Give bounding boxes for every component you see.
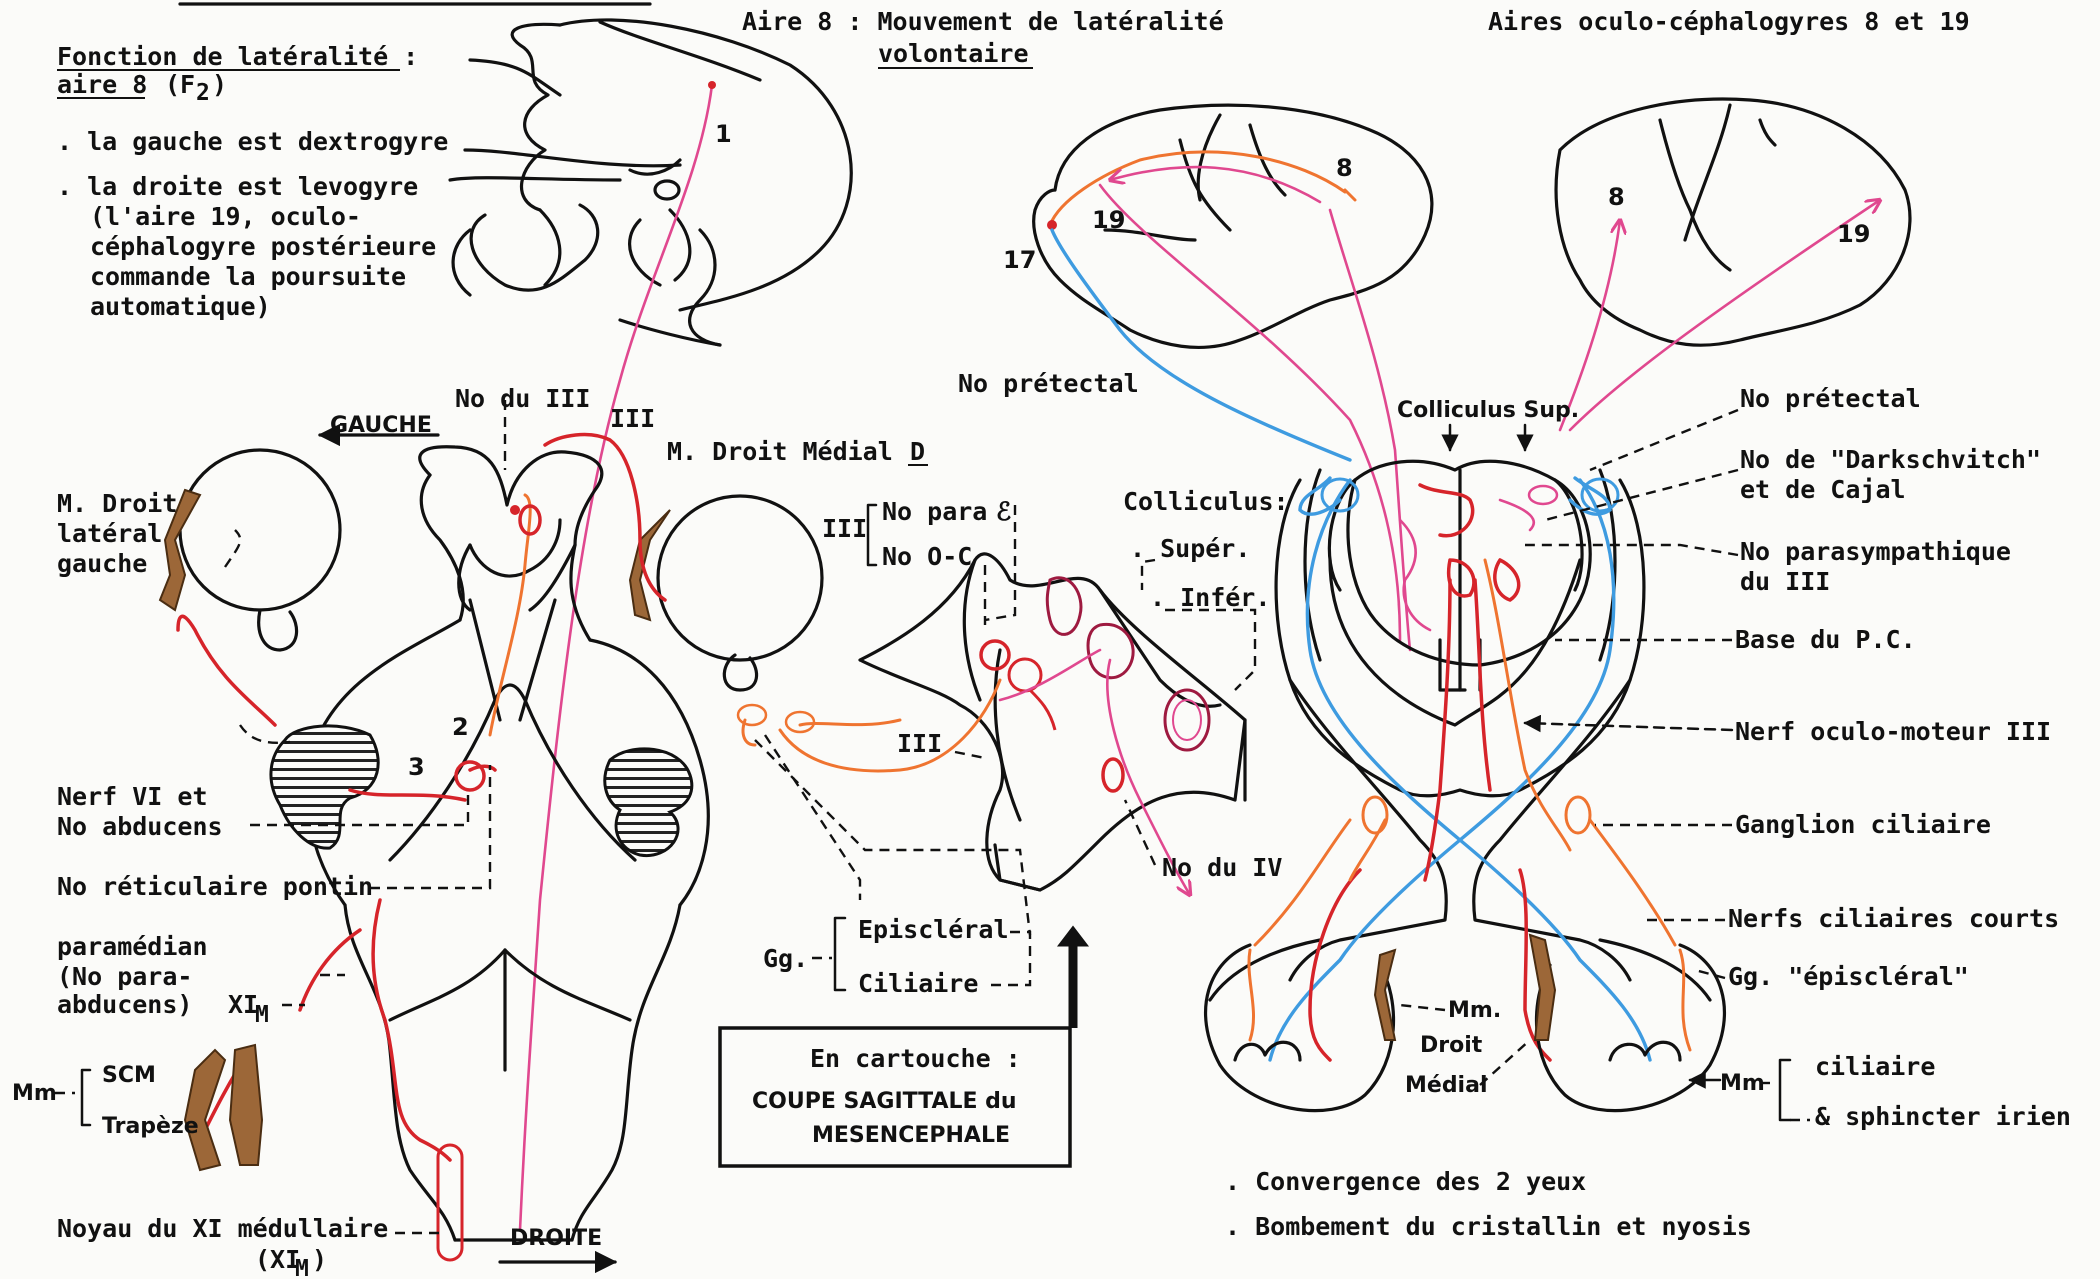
right-title: Aires oculo-céphalogyres 8 et 19: [1488, 7, 1970, 36]
bullet-levogyre: . la droite est levogyre: [57, 172, 418, 201]
area-19-right: 19: [1837, 220, 1870, 248]
label-1: 1: [715, 120, 732, 148]
gg-ciliaire: Ciliaire: [858, 969, 978, 998]
gg-episcleral-label: Gg. "épiscléral": [1728, 962, 1969, 991]
noyau-xi-2: (XI: [255, 1245, 300, 1274]
m-droit-medial-d: D: [910, 437, 925, 466]
base-pc-label: Base du P.C.: [1735, 625, 1916, 654]
colliculus-sup-label: Colliculus Sup.: [1397, 398, 1579, 423]
convergence-label: . Convergence des 2 yeux: [1225, 1167, 1586, 1196]
bullet-dextrogyre: . la gauche est dextrogyre: [57, 127, 448, 156]
bullet2-line2: (l'aire 19, oculo-: [90, 202, 361, 231]
cartouche-line3: MESENCEPHALE: [812, 1123, 1010, 1148]
cortico-nuclear-tract: [520, 85, 712, 1230]
right-panel: Aires oculo-céphalogyres 8 et 19 8 19 17…: [1003, 7, 2071, 1241]
bullet2-line4: commande la poursuite: [90, 262, 406, 291]
paramedian-1: paramédian: [57, 932, 208, 961]
bombement-label: . Bombement du cristallin et nyosis: [1225, 1212, 1752, 1241]
scm-muscle: [185, 1050, 225, 1170]
no-pretectal-mid: No prétectal: [958, 369, 1139, 398]
paramedian-3: abducens): [57, 990, 192, 1019]
gg-label: Gg.: [763, 944, 808, 973]
area-8-right: 8: [1608, 183, 1625, 211]
sphincter-label: & sphincter irien: [1815, 1102, 2071, 1131]
m-droit-lateral-1: M. Droit: [57, 489, 177, 518]
no-pretectal-right: No prétectal: [1740, 384, 1921, 413]
heading-f2-end: ): [212, 70, 227, 99]
no-oc-label: No O-C: [882, 542, 972, 571]
label-2: 2: [452, 713, 469, 741]
heading-line2: aire 8: [57, 70, 147, 99]
medial-rectus-muscle: [630, 510, 670, 620]
xim-label: XI: [228, 990, 258, 1019]
no-du-iii-label: No du III: [455, 384, 590, 413]
gg-episcleral: Episcléral: [858, 915, 1009, 944]
brain-coronal-section: [450, 20, 851, 345]
colliculus-super: . Supér.: [1130, 534, 1250, 563]
xim-sub: M: [255, 1002, 269, 1028]
cartouche-line1: En cartouche :: [810, 1044, 1021, 1073]
heading-f2-sub: 2: [196, 80, 210, 106]
mm-droit-1: Mm.: [1448, 998, 1501, 1023]
right-panel-left-eye: [1206, 945, 1395, 1111]
paramedian-2: (No para-: [57, 962, 192, 991]
no-reticulaire-label: No réticulaire pontin: [57, 872, 373, 901]
right-pontine-nucleus: [605, 749, 692, 856]
nerf-om-label: Nerf oculo-moteur III: [1735, 717, 2051, 746]
m-droit-lateral-3: gauche: [57, 549, 147, 578]
nerfs-ciliaires-label: Nerfs ciliaires courts: [1728, 904, 2059, 933]
area-19-left: 19: [1092, 206, 1125, 234]
no-du-iv-label: No du IV: [1162, 853, 1282, 882]
area-17: 17: [1003, 246, 1036, 274]
no-para-label: No para: [882, 497, 987, 526]
middle-title-1: Aire 8 : Mouvement de latéralité: [742, 7, 1224, 36]
noyau-xi-2-end: ): [312, 1245, 327, 1274]
trapeze-label: Trapèze: [102, 1114, 199, 1139]
bullet2-line3: céphalogyre postérieure: [90, 232, 436, 261]
ganglion-label: Ganglion ciliaire: [1735, 810, 1991, 839]
colliculus-label: Colliculus:: [1123, 487, 1289, 516]
heading-line1: Fonction de latéralité :: [57, 42, 418, 71]
left-pontine-nucleus: [271, 726, 378, 848]
darkschvitch-2: et de Cajal: [1740, 475, 1906, 504]
darkschvitch-1: No de "Darkschvitch": [1740, 445, 2041, 474]
parasymp-2: du III: [1740, 567, 1830, 596]
iii-mid-label: III: [822, 514, 867, 543]
ciliaire-right: ciliaire: [1815, 1052, 1935, 1081]
mm-label: Mm: [12, 1081, 57, 1106]
nerf-vi-label-1: Nerf VI et: [57, 782, 208, 811]
noyau-xi-label: Noyau du XI médullaire: [57, 1214, 388, 1243]
right-medial-rectus: [1530, 935, 1555, 1040]
m-droit-lateral-2: latéral: [57, 519, 162, 548]
m-droit-medial-label: M. Droit Médial: [667, 437, 893, 466]
trapeze-muscle: [230, 1045, 262, 1165]
nerf-vi-label-2: No abducens: [57, 812, 223, 841]
mm-droit-2: Droit: [1420, 1033, 1483, 1058]
area-8-left: 8: [1336, 154, 1353, 182]
mm-droit-3: Médial: [1405, 1073, 1488, 1098]
mm-right-label: Mm: [1720, 1071, 1765, 1096]
iii-low-label: III: [897, 729, 942, 758]
cartouche-line2: COUPE SAGITTALE du: [752, 1089, 1017, 1114]
parasymp-1: No parasympathique: [1740, 537, 2011, 566]
right-panel-right-eye: [1530, 935, 1724, 1111]
heading-f2: (F: [165, 70, 195, 99]
middle-title-2: volontaire: [878, 39, 1029, 68]
middle-panel: Aire 8 : Mouvement de latéralité volonta…: [720, 7, 1289, 1166]
label-3: 3: [408, 753, 425, 781]
bullet2-line5: automatique): [90, 292, 271, 321]
droite-label: DROITE: [510, 1226, 602, 1251]
gauche-label: GAUCHE: [330, 413, 432, 438]
noyau-xi-2-sub: M: [295, 1256, 309, 1279]
epsilon-label: ℰ: [996, 497, 1011, 526]
scm-label: SCM: [102, 1063, 156, 1088]
iii-label: III: [610, 404, 655, 433]
colliculus-infer: . Infér.: [1150, 583, 1270, 612]
